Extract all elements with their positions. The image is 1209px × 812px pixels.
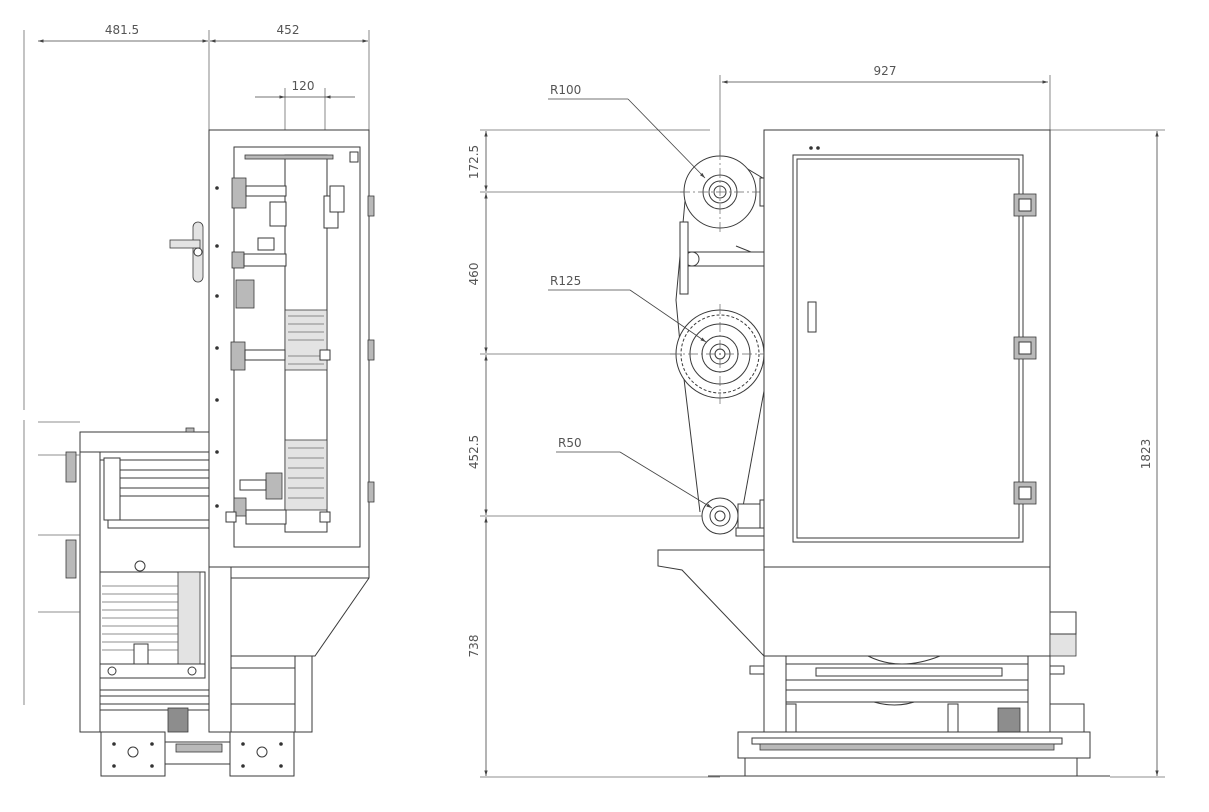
base-feet [100,731,295,777]
handwheel-icon [169,221,204,283]
dim-label-452: 452 [277,23,300,37]
dim-label-452-5: 452.5 [467,435,481,469]
rail-bolts [215,186,219,508]
dim-label-481-5: 481.5 [105,23,139,37]
dim-label-120: 120 [292,79,315,93]
radius-label-r125: R125 [550,274,581,288]
motor-icon [99,560,206,679]
dim-label-927: 927 [874,64,897,78]
door-handle-icon [807,301,817,333]
roller-top-icon [680,150,767,234]
dim-label-738: 738 [467,635,481,658]
cabinet-body [763,129,1051,568]
door-hinges [1013,193,1037,505]
radius-label-r100: R100 [550,83,581,97]
side-view: 481.5 452 120 [23,23,375,777]
shaft-assemblies [225,177,345,525]
dim-label-1823: 1823 [1139,439,1153,470]
dim-label-460: 460 [467,263,481,286]
belt-grit [288,315,324,499]
dim-label-172-5: 172.5 [467,145,481,179]
radius-label-r50: R50 [558,436,582,450]
roller-mid-icon [670,304,770,404]
front-view: 927 172.5 460 452.5 738 1823 R100 R125 R… [467,64,1165,778]
